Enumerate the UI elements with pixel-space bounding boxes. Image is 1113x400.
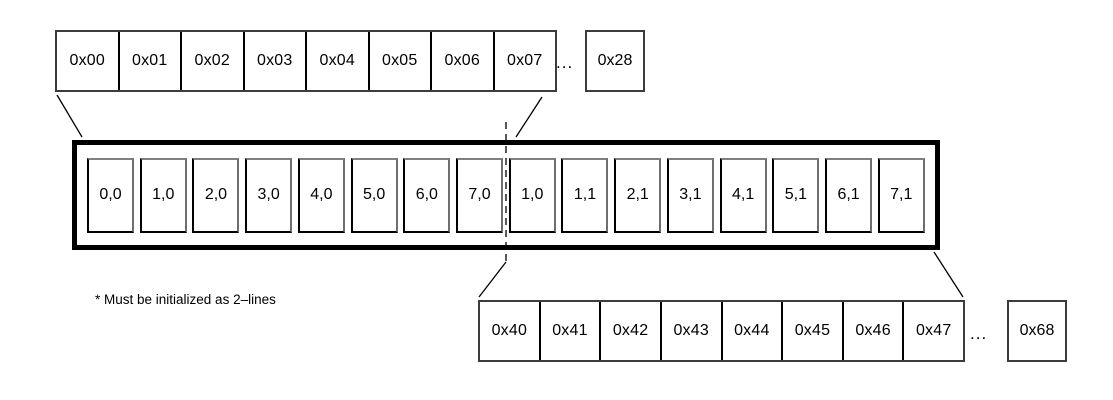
cache-cell: 1,0: [508, 157, 556, 233]
address-cell: 0x00: [57, 32, 120, 90]
ellipsis-bottom: ...: [970, 324, 988, 343]
cache-cell: 3,0: [245, 157, 293, 233]
address-cell: 0x04: [307, 32, 370, 90]
address-cell: 0x47: [915, 322, 952, 339]
address-cell: 0x03: [245, 32, 307, 90]
cache-cell: 5,1: [772, 157, 820, 233]
address-row-bottom: 0x40 0x41 0x42 0x43 0x44 0x45 0x46 0x47: [478, 300, 965, 362]
cache-cell: 2,1: [614, 157, 662, 233]
address-cell: 0x01: [120, 32, 182, 90]
connector-line-top-right: [515, 96, 543, 138]
cache-cell: 5,0: [350, 157, 398, 233]
connector-line-bottom-right: [933, 251, 964, 298]
cache-cell: 3,1: [666, 157, 714, 233]
address-cell: 0x02: [182, 32, 245, 90]
address-cell-tail-bottom: 0x68: [1007, 300, 1067, 362]
cache-cell: 2,0: [192, 157, 240, 233]
cache-cell: 0,0: [87, 157, 134, 233]
address-cell: 0x45: [783, 302, 844, 360]
address-cell: 0x41: [541, 302, 602, 360]
address-cell: 0x40: [480, 302, 541, 360]
address-cell: 0x07: [507, 52, 543, 69]
cache-cell: 4,0: [297, 157, 345, 233]
cache-cell: 4,1: [719, 157, 767, 233]
cache-cell: 6,0: [403, 157, 451, 233]
address-cell-tail-top: 0x28: [585, 30, 645, 92]
note-text: * Must be initialized as 2–lines: [95, 292, 276, 307]
address-cell: 0x46: [844, 302, 905, 360]
cache-cell: 7,0: [456, 157, 504, 233]
connector-line-bottom-left: [478, 261, 507, 298]
address-cell: 0x42: [601, 302, 662, 360]
cache-cell: 6,1: [825, 157, 873, 233]
cache-cell: 1,0: [139, 157, 187, 233]
address-row-top: 0x00 0x01 0x02 0x03 0x04 0x05 0x06 0x07: [55, 30, 557, 92]
address-cell: 0x43: [662, 302, 723, 360]
address-cell: 0x06: [432, 32, 495, 90]
connector-line-top-left: [56, 94, 83, 138]
address-cell: 0x44: [723, 302, 784, 360]
cache-cell: 7,1: [877, 157, 925, 233]
cache-line-box: 0,0 1,0 2,0 3,0 4,0 5,0 6,0 7,0 1,0 1,1 …: [72, 140, 940, 250]
ellipsis-top: ...: [556, 53, 574, 72]
address-cell: 0x05: [370, 32, 432, 90]
cache-cell: 1,1: [561, 157, 609, 233]
